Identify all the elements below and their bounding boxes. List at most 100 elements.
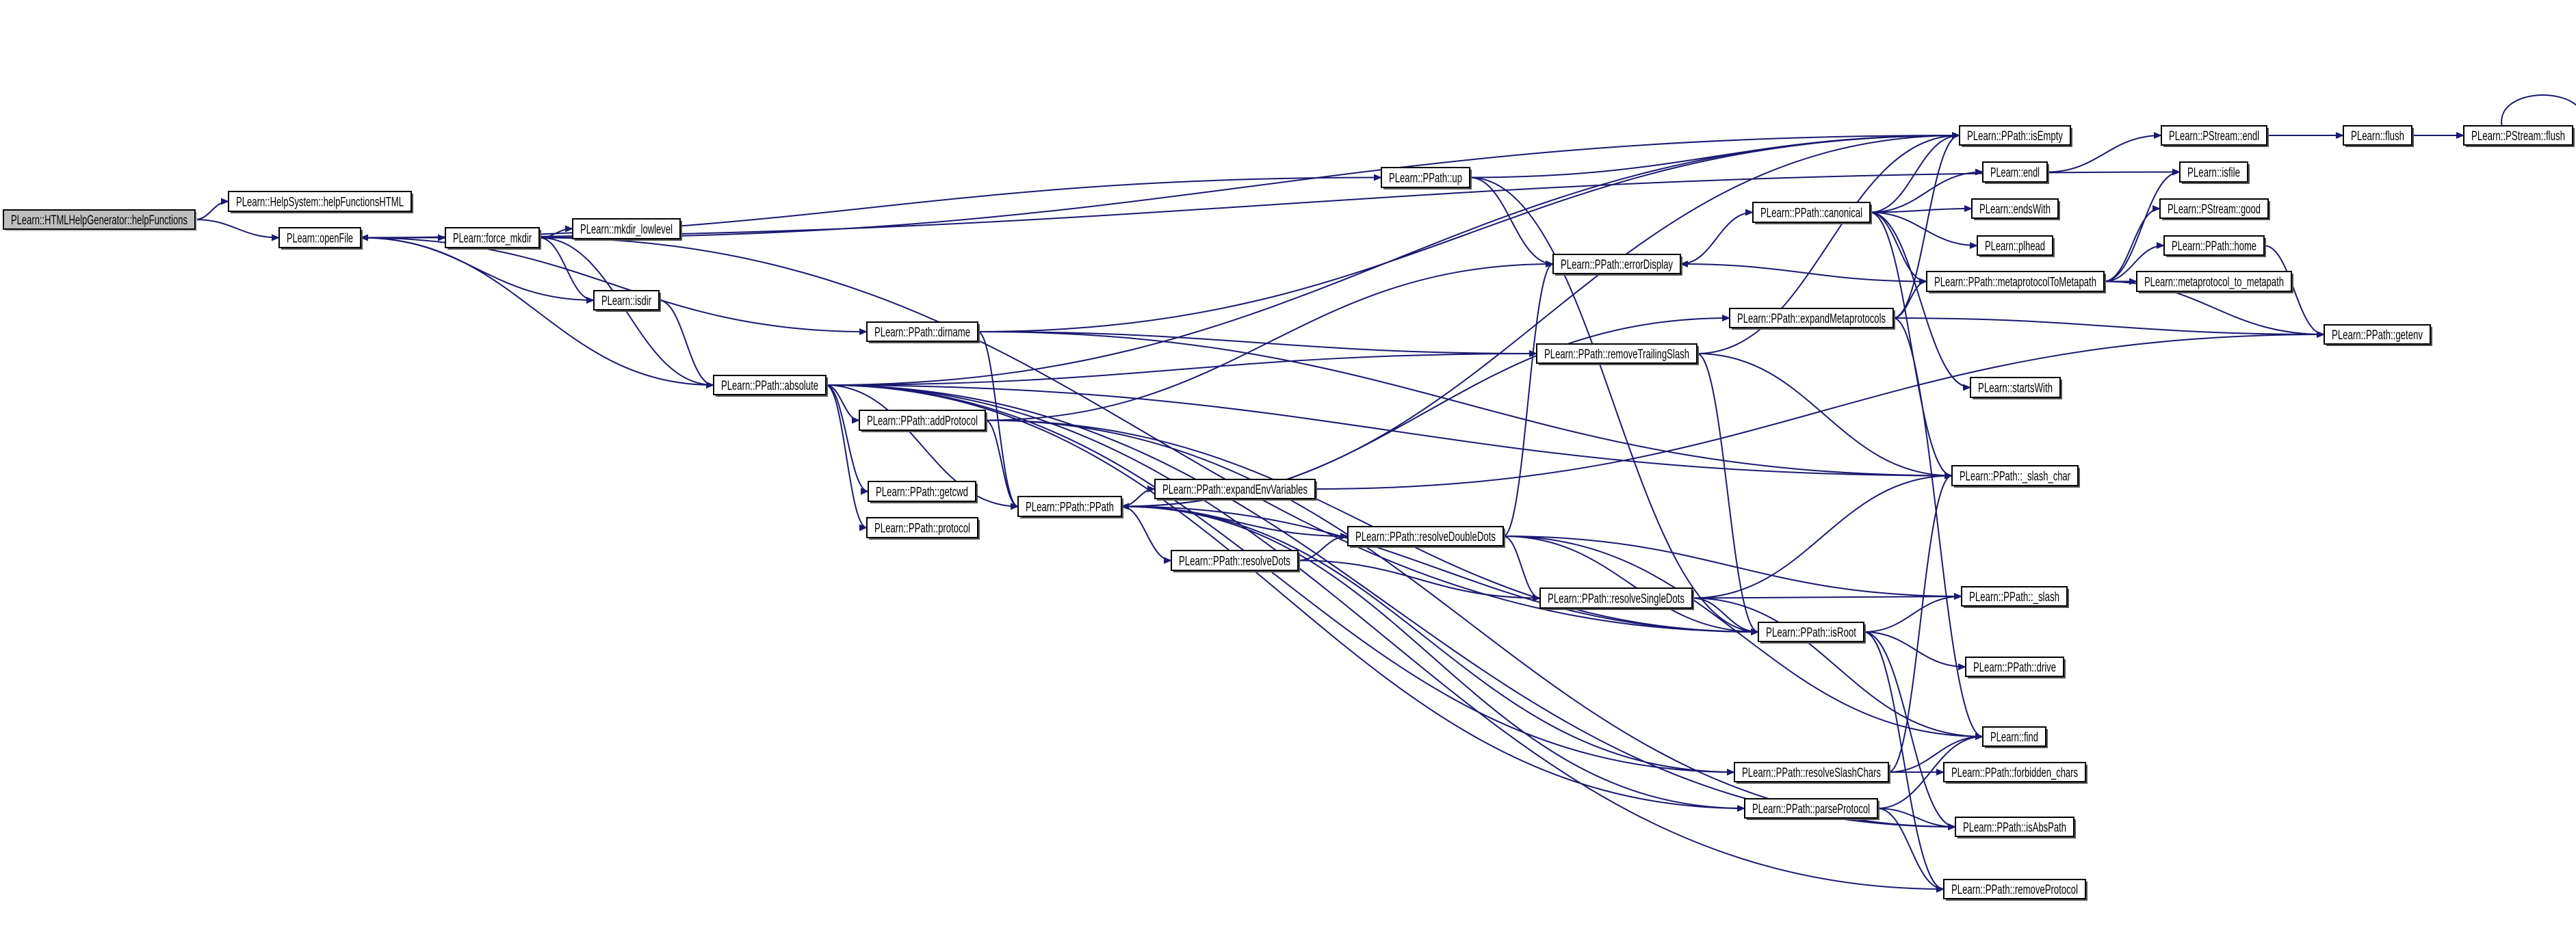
node-box xyxy=(2463,125,2573,146)
node-isAbsPath[interactable]: PLearn::PPath::isAbsPath xyxy=(1955,817,2076,838)
node-helpFunctions[interactable]: PLearn::HTMLHelpGenerator::helpFunctions xyxy=(3,209,197,231)
call-edge-parseProtocol-to-find xyxy=(1877,733,1983,809)
node-force_mkdir[interactable]: PLearn::force_mkdir xyxy=(445,227,541,250)
node-addProtocol[interactable]: PLearn::PPath::addProtocol xyxy=(859,410,987,432)
node-box xyxy=(3,209,196,230)
node-label: PLearn::PPath::_slash xyxy=(1969,590,2059,605)
call-edge-dirname-to-isEmpty xyxy=(977,132,1960,332)
node-resolveSingleDots[interactable]: PLearn::PPath::resolveSingleDots xyxy=(1539,587,1694,610)
node-endl[interactable]: PLearn::endl xyxy=(1982,161,2049,184)
node-box xyxy=(868,481,976,502)
node-openFile[interactable]: PLearn::openFile xyxy=(278,227,363,250)
node-label: PLearn::isdir xyxy=(601,294,651,308)
node-label: PLearn::PPath::resolveSlashChars xyxy=(1742,766,1881,780)
node-dirname[interactable]: PLearn::PPath::dirname xyxy=(866,321,980,343)
node-PStream_endl[interactable]: PLearn::PStream::endl xyxy=(2161,125,2269,147)
node-label: PLearn::PStream::endl xyxy=(2169,129,2259,144)
node-isRoot[interactable]: PLearn::PPath::isRoot xyxy=(1758,622,1866,644)
node-label: PLearn::PPath::drive xyxy=(1973,661,2056,675)
node-drive[interactable]: PLearn::PPath::drive xyxy=(1965,657,2066,678)
node-mkdir_lowlevel[interactable]: PLearn::mkdir_lowlevel xyxy=(572,218,682,241)
node-PStream_flush[interactable]: PLearn::PStream::flush xyxy=(2463,125,2575,147)
node-isEmpty[interactable]: PLearn::PPath::isEmpty xyxy=(1959,125,2072,147)
node-label: PLearn::PPath::parseProtocol xyxy=(1752,802,1870,817)
call-edge-canonical-to-endl xyxy=(1869,168,1983,213)
node-label: PLearn::PStream::flush xyxy=(2471,129,2565,144)
node-label: PLearn::plhead xyxy=(1985,239,2045,254)
node-find[interactable]: PLearn::find xyxy=(1982,726,2048,748)
node-errorDisplay[interactable]: PLearn::PPath::errorDisplay xyxy=(1552,254,1682,276)
node-isfile[interactable]: PLearn::isfile xyxy=(2179,161,2250,184)
node-label: PLearn::PPath::_slash_char xyxy=(1960,470,2070,484)
call-edge-isdir-to-absolute xyxy=(658,300,714,388)
node-label: PLearn::PPath::PPath xyxy=(1026,501,1114,515)
node-slash_char[interactable]: PLearn::PPath::_slash_char xyxy=(1951,465,2080,488)
node-label: PLearn::PPath::dirname xyxy=(874,326,970,340)
node-box xyxy=(1154,479,1316,499)
call-edge-resolveDoubleDots-to-PPath xyxy=(1121,503,1349,537)
node-startsWith[interactable]: PLearn::startsWith xyxy=(1970,377,2062,399)
node-canonical[interactable]: PLearn::PPath::canonical xyxy=(1752,202,1872,224)
node-box xyxy=(1965,657,2064,677)
call-edge-up-to-isEmpty xyxy=(1469,132,1960,178)
node-box xyxy=(1943,879,2086,899)
node-removeTrailingSlash[interactable]: PLearn::PPath::removeTrailingSlash xyxy=(1536,343,1699,365)
node-up[interactable]: PLearn::PPath::up xyxy=(1381,167,1472,189)
node-label: PLearn::PPath::getcwd xyxy=(876,486,968,500)
node-label: PLearn::flush xyxy=(2351,129,2404,144)
node-expandEnvVariables[interactable]: PLearn::PPath::expandEnvVariables xyxy=(1154,479,1317,501)
call-edge-absolute-to-removeProtocol xyxy=(825,384,1944,892)
node-box xyxy=(1347,526,1504,546)
node-label: PLearn::PPath::isRoot xyxy=(1766,626,1857,640)
call-edge-openFile-to-dirname xyxy=(360,237,868,335)
node-parseProtocol[interactable]: PLearn::PPath::parseProtocol xyxy=(1744,798,1879,820)
node-PPath[interactable]: PLearn::PPath::PPath xyxy=(1017,496,1123,518)
node-home[interactable]: PLearn::PPath::home xyxy=(2163,235,2266,257)
call-edge-absolute-to-addProtocol xyxy=(825,384,860,424)
node-endsWith[interactable]: PLearn::endsWith xyxy=(1971,198,2060,220)
node-resolveDoubleDots[interactable]: PLearn::PPath::resolveDoubleDots xyxy=(1347,526,1505,548)
node-resolveDots[interactable]: PLearn::PPath::resolveDots xyxy=(1171,550,1300,572)
node-protocol[interactable]: PLearn::PPath::protocol xyxy=(866,517,980,540)
node-absolute[interactable]: PLearn::PPath::absolute xyxy=(713,375,828,397)
node-label: PLearn::PPath::getenv xyxy=(2332,328,2423,343)
node-metaprotocolToMetapath[interactable]: PLearn::PPath::metaprotocolToMetapath xyxy=(1926,271,2106,293)
node-forbidden_chars[interactable]: PLearn::PPath::forbidden_chars xyxy=(1943,762,2087,784)
node-slash[interactable]: PLearn::PPath::_slash xyxy=(1961,586,2069,608)
call-edge-canonical-to-plhead xyxy=(1869,211,1978,249)
call-edge-dirname-to-slash_char xyxy=(977,331,1953,479)
call-edge-resolveSingleDots-to-slash_char xyxy=(1691,472,1953,599)
node-box xyxy=(572,218,681,239)
call-edge-expandEnvVariables-to-getenv xyxy=(1314,331,2325,490)
call-edge-metaprotocolToMetapath-to-isfile xyxy=(2103,168,2181,282)
node-label: PLearn::force_mkdir xyxy=(453,232,532,246)
node-getcwd[interactable]: PLearn::PPath::getcwd xyxy=(868,481,978,503)
node-metaprotocol_to_metapath[interactable]: PLearn::metaprotocol_to_metapath xyxy=(2136,271,2293,293)
node-helpFunctionsHTML[interactable]: PLearn::HelpSystem::helpFunctionsHTML xyxy=(228,191,413,213)
node-resolveSlashChars[interactable]: PLearn::PPath::resolveSlashChars xyxy=(1734,762,1890,784)
call-edge-absolute-to-slash_char xyxy=(825,384,1953,479)
node-expandMetaprotocols[interactable]: PLearn::PPath::expandMetaprotocols xyxy=(1729,308,1895,330)
node-flush[interactable]: PLearn::flush xyxy=(2343,125,2414,147)
node-label: PLearn::PPath::canonical xyxy=(1760,207,1862,221)
call-edge-PStream_flush-to-PStream_flush xyxy=(2501,94,2576,127)
node-box xyxy=(1970,377,2061,398)
node-isdir[interactable]: PLearn::isdir xyxy=(593,290,661,312)
node-box xyxy=(1744,798,1878,819)
node-label: PLearn::PStream::good xyxy=(2168,202,2261,217)
node-box xyxy=(1017,496,1122,517)
call-edge-absolute-to-PPath xyxy=(825,384,1019,510)
node-box xyxy=(1943,762,2086,782)
call-edge-resolveDoubleDots-to-errorDisplay xyxy=(1502,261,1554,537)
node-plhead[interactable]: PLearn::plhead xyxy=(1977,235,2055,257)
node-getenv[interactable]: PLearn::PPath::getenv xyxy=(2324,324,2432,346)
node-removeProtocol[interactable]: PLearn::PPath::removeProtocol xyxy=(1943,879,2087,901)
node-box xyxy=(2324,324,2431,345)
node-box xyxy=(593,290,660,310)
call-edge-openFile-to-absolute xyxy=(360,237,714,388)
node-label: PLearn::HTMLHelpGenerator::helpFunctions xyxy=(11,213,187,228)
node-box xyxy=(866,517,978,538)
node-box xyxy=(2163,235,2265,256)
node-box xyxy=(859,410,986,431)
node-good[interactable]: PLearn::PStream::good xyxy=(2159,198,2270,220)
